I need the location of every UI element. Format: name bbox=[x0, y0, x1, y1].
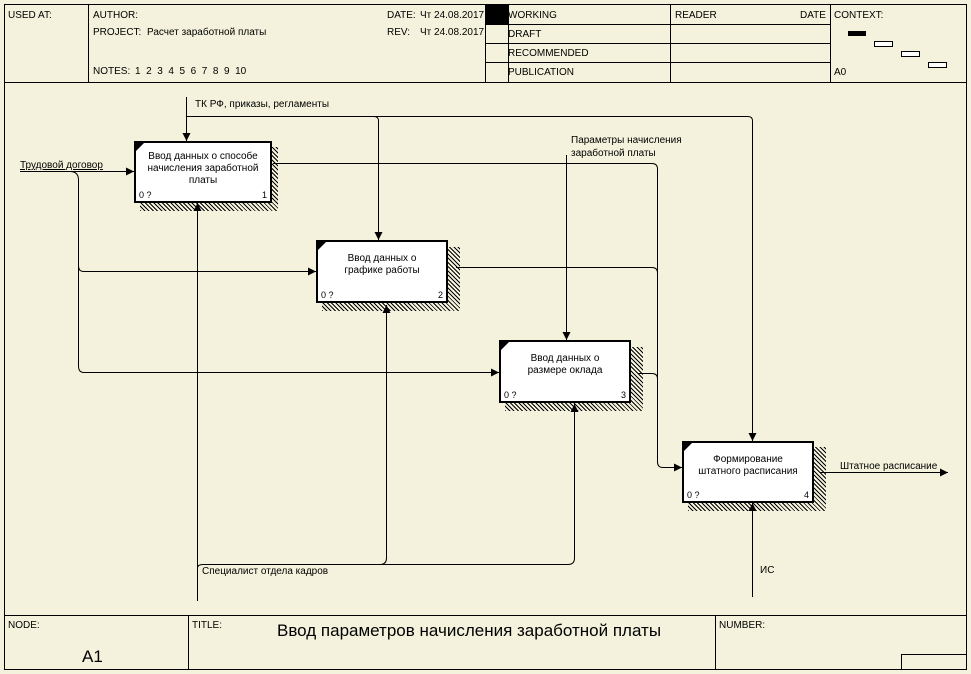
box-corner-mark bbox=[684, 443, 692, 451]
reader-label: READER bbox=[675, 10, 717, 21]
box2-cost: 0 ? bbox=[321, 290, 334, 300]
project-value: Расчет заработной платы bbox=[147, 27, 267, 38]
label-control-tk: ТК РФ, приказы, регламенты bbox=[195, 99, 330, 110]
box3-number: 3 bbox=[620, 390, 626, 400]
box-corner-mark bbox=[318, 242, 326, 250]
activity-box-4[interactable]: Формирование штатного расписания 0 ? 4 bbox=[682, 441, 814, 503]
box4-title: Формирование штатного расписания bbox=[698, 454, 798, 477]
arrow-output-box2 bbox=[456, 267, 658, 274]
label-mechanism-is: ИС bbox=[760, 565, 775, 576]
status-publication: PUBLICATION bbox=[508, 67, 574, 78]
label-output-schedule: Штатное расписание bbox=[840, 461, 938, 472]
box2-number: 2 bbox=[437, 290, 443, 300]
title-label: TITLE: bbox=[192, 620, 223, 631]
box4-number: 4 bbox=[803, 490, 809, 500]
project-label: PROJECT: bbox=[93, 27, 142, 38]
notes-values: 1 2 3 4 5 6 7 8 9 10 bbox=[135, 66, 247, 77]
outer-frame bbox=[4, 4, 967, 670]
arrow-output-box3 bbox=[638, 373, 658, 380]
activity-box-2[interactable]: Ввод данных о графике работы 0 ? 2 bbox=[316, 240, 448, 303]
box3-cost: 0 ? bbox=[504, 390, 517, 400]
used-at-label: USED AT: bbox=[8, 10, 52, 21]
box1-title: Ввод данных о способе начисления заработ… bbox=[147, 151, 259, 186]
label-params-line2: заработной платы bbox=[571, 148, 656, 159]
status-draft: DRAFT bbox=[508, 29, 542, 40]
context-node: A0 bbox=[834, 67, 847, 78]
number-label: NUMBER: bbox=[719, 620, 766, 631]
rev-value: Чт 24.08.2017 bbox=[420, 27, 485, 38]
box3-title: Ввод данных о размере оклада bbox=[527, 353, 603, 376]
status-recommended: RECOMMENDED bbox=[508, 48, 589, 59]
diagram-title: Ввод параметров начисления заработной пл… bbox=[277, 621, 662, 640]
reader-date-label: DATE bbox=[800, 10, 826, 21]
node-label: NODE: bbox=[8, 620, 40, 631]
box1-cost: 0 ? bbox=[139, 190, 152, 200]
rev-label: REV: bbox=[387, 27, 410, 38]
box-corner-mark bbox=[501, 342, 509, 350]
box2-title: Ввод данных о графике работы bbox=[344, 253, 420, 276]
status-working: WORKING bbox=[508, 10, 557, 21]
label-params-line1: Параметры начисления bbox=[571, 135, 682, 146]
activity-box-3[interactable]: Ввод данных о размере оклада 0 ? 3 bbox=[499, 340, 631, 403]
activity-box-1[interactable]: Ввод данных о способе начисления заработ… bbox=[134, 141, 272, 203]
label-mechanism-hr: Специалист отдела кадров bbox=[202, 566, 329, 577]
node-value: A1 bbox=[82, 647, 103, 666]
date-value: Чт 24.08.2017 bbox=[420, 10, 485, 21]
box1-number: 1 bbox=[261, 190, 267, 200]
context-label: CONTEXT: bbox=[834, 10, 884, 21]
notes-label: NOTES: bbox=[93, 66, 131, 77]
arrow-control-tk-box4 bbox=[374, 116, 757, 441]
box4-cost: 0 ? bbox=[687, 490, 700, 500]
arrow-mechanism-hr-box3 bbox=[197, 404, 579, 569]
author-label: AUTHOR: bbox=[93, 10, 138, 21]
working-status-marker bbox=[486, 5, 508, 24]
date-label: DATE: bbox=[387, 10, 416, 21]
arrow-input-contract-box3 bbox=[78, 266, 499, 377]
arrow-mechanism-hr-box2 bbox=[379, 305, 391, 565]
box-corner-mark bbox=[136, 143, 144, 151]
label-input-contract: Трудовой договор bbox=[20, 160, 103, 171]
arrow-output-box1 bbox=[273, 163, 682, 472]
